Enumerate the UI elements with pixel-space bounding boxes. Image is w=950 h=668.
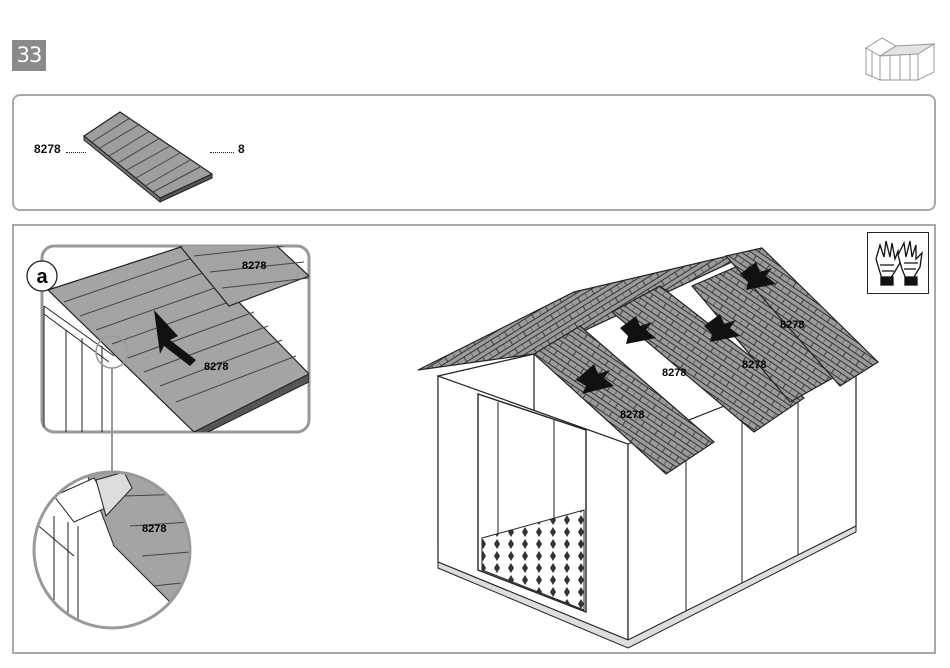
part-code-label: 8278: [34, 142, 61, 156]
main-label-3: 8278: [742, 359, 766, 371]
parts-panel: 8278 8: [12, 94, 936, 211]
main-label-1: 8278: [620, 409, 644, 421]
detail-a-view: a 8278 8278: [27, 234, 309, 436]
callout-letter: a: [36, 266, 48, 288]
step-number-badge: 33: [12, 40, 46, 71]
gloves-icon: [868, 233, 928, 293]
detail-a-label-main: 8278: [204, 361, 228, 373]
main-label-2: 8278: [662, 367, 686, 379]
main-label-4: 8278: [780, 319, 804, 331]
detail-a-label-top: 8278: [242, 260, 266, 272]
main-illustration-panel: a 8278 8278 8278: [12, 224, 936, 654]
part-quantity: 8: [238, 142, 245, 156]
shed-thumbnail-icon: [862, 34, 938, 82]
shed-main-view: 8278 8278 8278 8278: [418, 248, 878, 648]
roof-panel-part-image: [80, 106, 220, 206]
zoom-label: 8278: [142, 523, 166, 535]
safety-gloves-box: [867, 232, 929, 294]
detail-zoom-circle: 8278: [32, 470, 192, 630]
leader-dots: [210, 152, 234, 153]
assembly-drawing: a 8278 8278 8278: [14, 226, 934, 652]
